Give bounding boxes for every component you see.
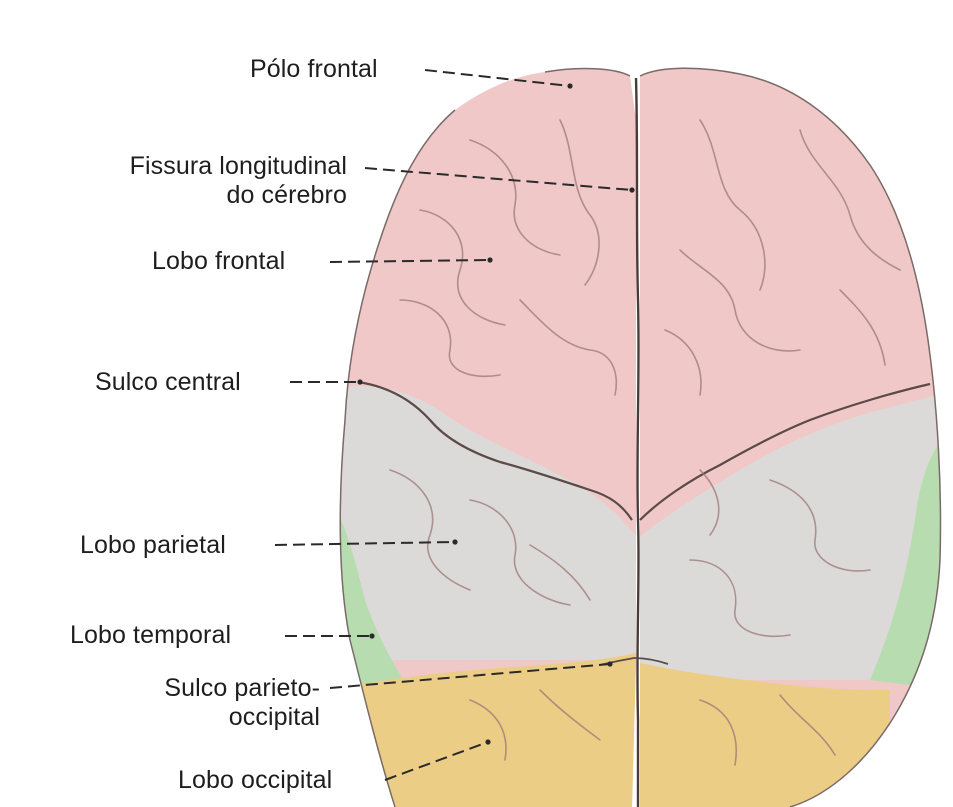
label-sulco-parieto-occipital: Sulco parieto- occipital [110, 674, 320, 732]
label-fissura-longitudinal: Fissura longitudinal do cérebro [80, 152, 347, 210]
label-lobo-temporal-text: Lobo temporal [70, 621, 231, 649]
label-lobo-temporal: Lobo temporal [70, 621, 231, 650]
label-fissura-line1: Fissura longitudinal [80, 152, 347, 181]
label-lobo-frontal-text: Lobo frontal [152, 247, 285, 275]
label-sulco-po-line2: occipital [110, 703, 320, 732]
label-lobo-occipital-text: Lobo occipital [178, 766, 332, 794]
label-polo-frontal: Pólo frontal [250, 55, 378, 84]
label-lobo-parietal: Lobo parietal [80, 531, 226, 560]
label-polo-frontal-text: Pólo frontal [250, 55, 378, 83]
label-sulco-po-line1: Sulco parieto- [110, 674, 320, 703]
label-sulco-central-text: Sulco central [95, 368, 241, 396]
longitudinal-fissure [636, 78, 639, 807]
left-hemisphere [330, 60, 640, 807]
label-fissura-line2: do cérebro [80, 181, 347, 210]
label-sulco-central: Sulco central [95, 368, 241, 397]
label-lobo-frontal: Lobo frontal [152, 247, 285, 276]
label-lobo-parietal-text: Lobo parietal [80, 531, 226, 559]
label-lobo-occipital: Lobo occipital [178, 766, 332, 795]
